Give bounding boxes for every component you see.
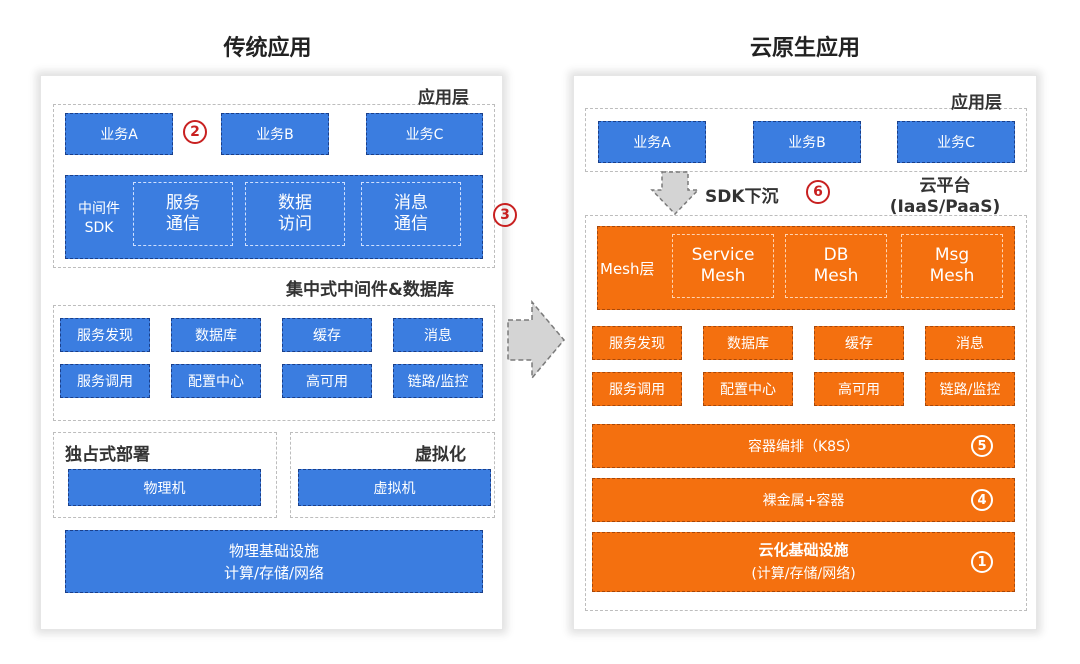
mesh-layer <box>597 226 1015 310</box>
right-app-c: 业务C <box>897 121 1015 163</box>
left-virtual-machine: 虚拟机 <box>298 469 491 506</box>
left-mw-service-comm: 服务 通信 <box>133 182 233 246</box>
cloud-platform-label: 云平台 (IaaS/PaaS) <box>889 176 1001 217</box>
cloud-service-item: 数据库 <box>703 326 793 360</box>
left-physical-machine: 物理机 <box>68 469 261 506</box>
marker-4: 4 <box>971 489 993 511</box>
left-app-layer-label: 应用层 <box>418 88 469 108</box>
sdk-sink-arrow-icon <box>650 171 700 216</box>
left-central-label: 集中式中间件&数据库 <box>286 280 454 300</box>
bare-metal-container: 裸金属+容器 <box>592 478 1015 522</box>
left-app-layer <box>53 104 495 268</box>
left-app-c: 业务C <box>366 113 483 155</box>
cloud-platform-box <box>585 215 1027 611</box>
right-app-layer <box>585 108 1027 172</box>
cloud-service-item: 服务调用 <box>592 372 682 406</box>
marker-5: 5 <box>971 435 993 457</box>
transition-arrow-icon <box>507 300 565 380</box>
cloud-service-item: 高可用 <box>814 372 904 406</box>
marker-6: 6 <box>806 180 830 204</box>
left-dedicated-label: 独占式部署 <box>65 445 150 465</box>
msg-mesh: Msg Mesh <box>901 234 1003 298</box>
mesh-layer-label: Mesh层 <box>600 260 655 278</box>
cloud-infra-subtitle: (计算/存储/网络) <box>751 566 856 582</box>
marker-2: 2 <box>183 120 207 144</box>
cloud-service-item: 链路/监控 <box>925 372 1015 406</box>
sdk-sink-label: SDK下沉 <box>705 187 779 207</box>
left-central-item: 缓存 <box>282 318 372 352</box>
right-app-layer-label: 应用层 <box>951 93 1002 113</box>
cloud-service-item: 配置中心 <box>703 372 793 406</box>
marker-1: 1 <box>971 551 993 573</box>
cloud-service-item: 缓存 <box>814 326 904 360</box>
left-dedicated-box <box>53 432 277 518</box>
left-central-item: 数据库 <box>171 318 261 352</box>
left-app-b: 业务B <box>221 113 329 155</box>
left-virtual-label: 虚拟化 <box>415 445 466 465</box>
db-mesh: DB Mesh <box>785 234 887 298</box>
marker-3: 3 <box>493 203 517 227</box>
cloud-service-item: 服务发现 <box>592 326 682 360</box>
left-mw-data-access: 数据 访问 <box>245 182 345 246</box>
cloud-infra <box>592 532 1015 592</box>
service-mesh: Service Mesh <box>672 234 774 298</box>
cloud-infra-title: 云化基础设施 <box>758 541 849 559</box>
left-middleware-label: 中间件 SDK <box>78 201 120 236</box>
left-physical-infra: 物理基础设施 计算/存储/网络 <box>65 530 483 593</box>
right-app-b: 业务B <box>753 121 861 163</box>
left-central-item: 服务发现 <box>60 318 150 352</box>
right-title: 云原生应用 <box>749 36 860 61</box>
left-virtual-box <box>290 432 495 518</box>
left-central-item: 配置中心 <box>171 364 261 398</box>
left-central-item: 消息 <box>393 318 483 352</box>
left-app-a: 业务A <box>65 113 173 155</box>
left-mw-message-comm: 消息 通信 <box>361 182 461 246</box>
left-central-item: 高可用 <box>282 364 372 398</box>
container-orchestration: 容器编排（K8S） <box>592 424 1015 468</box>
left-title: 传统应用 <box>223 36 312 61</box>
cloud-service-item: 消息 <box>925 326 1015 360</box>
left-central-box <box>53 305 495 421</box>
left-central-item: 服务调用 <box>60 364 150 398</box>
right-app-a: 业务A <box>598 121 706 163</box>
left-central-item: 链路/监控 <box>393 364 483 398</box>
